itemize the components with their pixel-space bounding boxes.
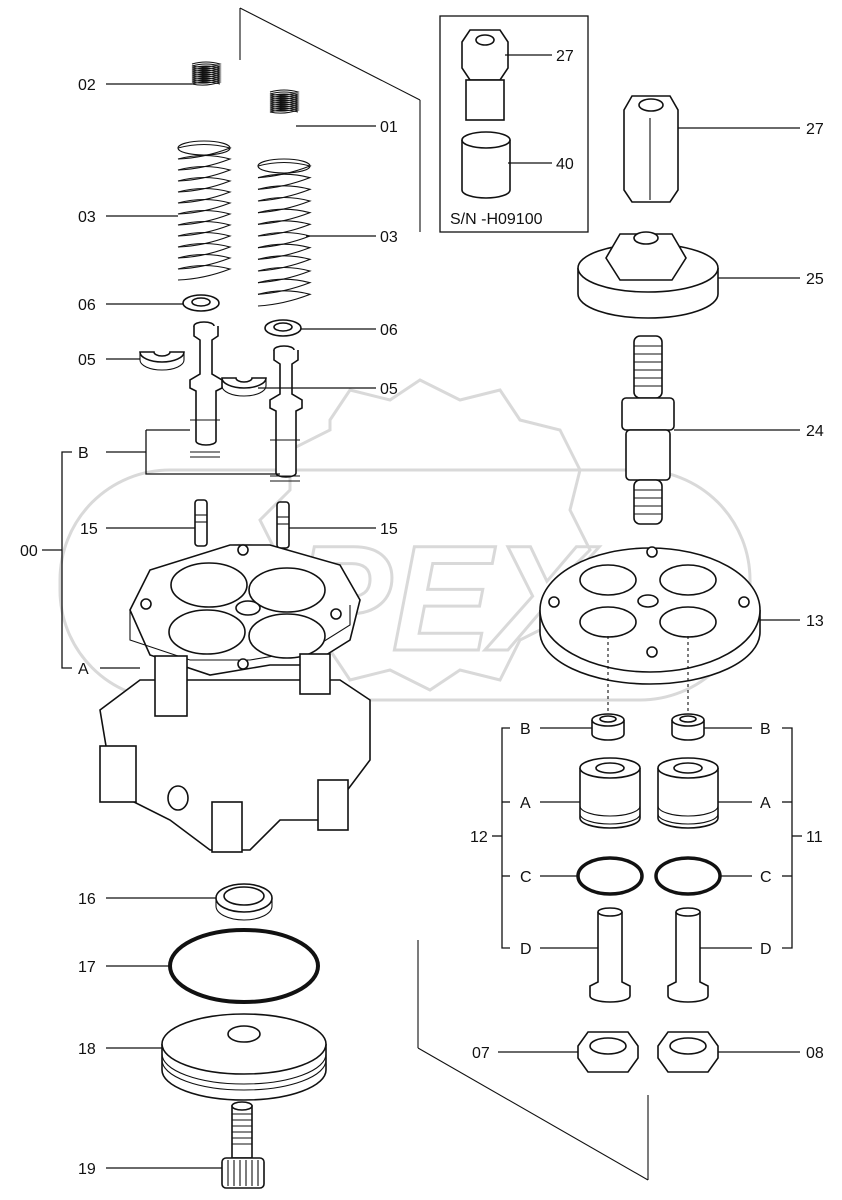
part-07-nut [577,1031,639,1073]
spring-coil [177,220,232,237]
spring-coil [257,290,312,307]
label-06-right: 06 [380,322,398,339]
label-15-right: 15 [380,521,398,538]
part-labels: 02 01 03 03 06 06 05 05 B 00 15 15 A 16 … [20,77,824,1178]
spring-coil [177,198,232,215]
label-40: 40 [556,156,574,173]
part-27-nut-small [461,29,509,121]
label-C-11: C [760,869,772,886]
label-17: 17 [78,959,96,976]
leader-lines [42,83,802,1169]
spring-coil [257,185,312,202]
spring-coil [257,255,312,272]
part-13-plate [539,546,761,685]
part-02-small-spring [191,61,222,86]
spring-coil [257,208,312,225]
spring-coil [177,264,232,281]
serial-number-note: S/N -H09100 [450,211,543,228]
label-19: 19 [78,1161,96,1178]
label-15-left: 15 [80,521,98,538]
spring-end [257,158,311,174]
spring-coil [177,154,232,171]
part-08-nut [657,1031,719,1073]
part-06-washer-left [182,294,220,312]
label-07: 07 [472,1045,490,1062]
part-15-pin-right [276,501,290,549]
label-08: 08 [806,1045,824,1062]
label-27-inset: 27 [556,48,574,65]
spring-coil [257,173,312,190]
part-11-assembly [654,713,722,1003]
label-13: 13 [806,613,824,630]
label-B-left: B [78,445,89,462]
label-05-left: 05 [78,352,96,369]
spring-coil [177,176,232,193]
part-24-joint [621,335,675,525]
part-19-bolt [221,1101,265,1189]
spring-coil [177,253,232,270]
label-B-11: B [760,721,771,738]
part-15-pin-left [194,499,208,547]
spring-coil [177,231,232,248]
label-05-right: 05 [380,381,398,398]
part-05-clip-left [139,351,185,371]
part-18-cover [161,1013,327,1101]
spring-coil [257,196,312,214]
label-24: 24 [806,423,824,440]
part-00-valve-body [99,544,371,853]
spring-end [177,140,231,156]
part-spool-left [189,321,223,458]
label-27-large: 27 [806,121,824,138]
label-D-11: D [760,941,772,958]
part-25-nut-flange [577,231,719,319]
label-01: 01 [380,119,398,136]
spring-coil [177,187,232,204]
spring-coil [257,278,312,295]
label-03-right: 03 [380,229,398,246]
label-A-11: A [760,795,771,812]
label-02: 02 [78,77,96,94]
label-03-left: 03 [78,209,96,226]
spring-coil [257,266,312,284]
part-03-large-spring-left [177,140,232,281]
label-A-12: A [520,795,531,812]
label-B-12: B [520,721,531,738]
spring-coil [257,220,312,237]
part-03-large-spring-right [257,158,312,307]
spring-coil [177,209,232,226]
spring-coil [177,165,232,182]
part-17-o-ring [168,928,320,1004]
spring-coil [257,243,312,260]
part-12-assembly [576,713,644,1003]
label-16: 16 [78,891,96,908]
part-spool-right [269,345,303,482]
label-D-12: D [520,941,532,958]
spring-coil [177,242,232,259]
label-A-left: A [78,661,89,678]
label-18: 18 [78,1041,96,1058]
part-16-seal [215,883,273,921]
label-06-left: 06 [78,297,96,314]
serial-inset: 27 40 S/N -H09100 [439,15,589,233]
label-00: 00 [20,543,38,560]
label-C-12: C [520,869,532,886]
part-05-clip-right [221,377,267,397]
part-27-nut-large [623,95,679,203]
label-12: 12 [470,829,488,846]
part-06-washer-right [264,319,302,337]
part-40-sleeve [461,131,511,199]
label-11: 11 [806,829,823,846]
perspective-lines [239,7,649,1181]
label-25: 25 [806,271,824,288]
part-01-small-spring [269,89,300,114]
